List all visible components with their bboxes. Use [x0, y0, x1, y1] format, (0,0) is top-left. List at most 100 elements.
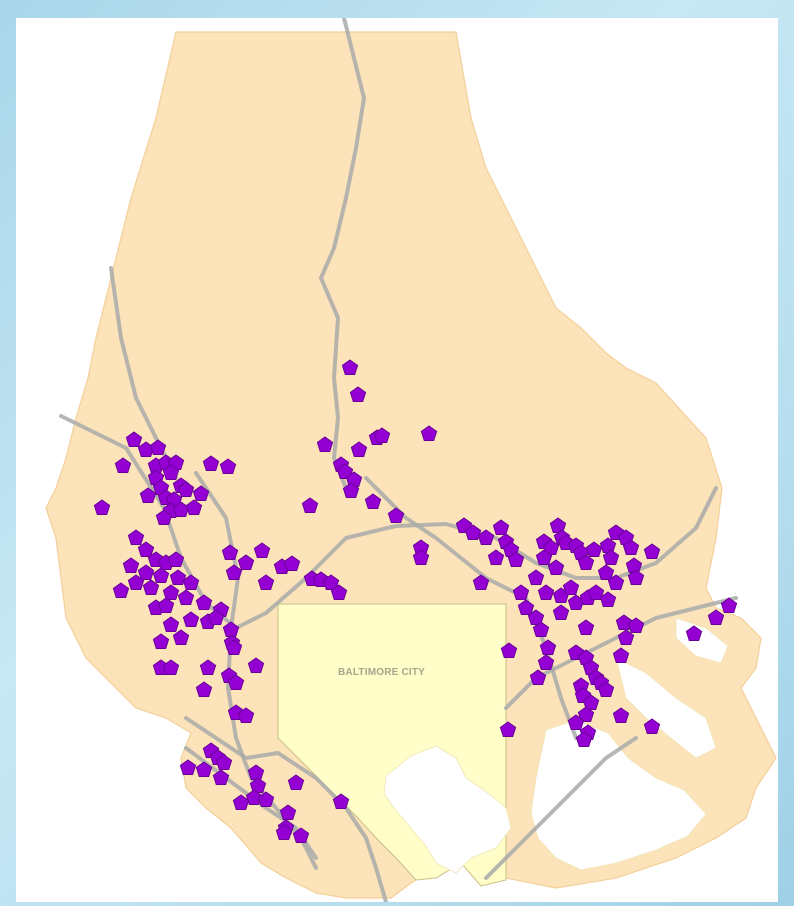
location-marker[interactable]	[287, 774, 305, 790]
location-marker[interactable]	[192, 485, 210, 501]
location-marker[interactable]	[622, 539, 640, 555]
location-marker[interactable]	[364, 493, 382, 509]
location-marker[interactable]	[420, 425, 438, 441]
location-marker[interactable]	[114, 457, 132, 473]
location-marker[interactable]	[332, 793, 350, 809]
location-marker[interactable]	[527, 569, 545, 585]
location-marker[interactable]	[322, 574, 340, 590]
location-marker[interactable]	[582, 694, 600, 710]
location-marker[interactable]	[219, 458, 237, 474]
location-marker[interactable]	[167, 551, 185, 567]
location-marker[interactable]	[341, 359, 359, 375]
location-marker[interactable]	[149, 439, 167, 455]
location-marker[interactable]	[512, 584, 530, 600]
location-marker[interactable]	[342, 482, 360, 498]
location-marker[interactable]	[607, 574, 625, 590]
location-marker[interactable]	[707, 609, 725, 625]
location-marker[interactable]	[597, 564, 615, 580]
location-marker[interactable]	[245, 789, 263, 805]
location-marker[interactable]	[685, 625, 703, 641]
location-marker[interactable]	[477, 529, 495, 545]
location-marker[interactable]	[212, 769, 230, 785]
location-marker[interactable]	[612, 707, 630, 723]
location-marker[interactable]	[350, 441, 368, 457]
location-marker[interactable]	[195, 594, 213, 610]
location-marker[interactable]	[720, 597, 738, 613]
location-marker[interactable]	[253, 542, 271, 558]
location-marker[interactable]	[227, 674, 245, 690]
location-marker[interactable]	[152, 567, 170, 583]
location-marker[interactable]	[232, 794, 250, 810]
location-marker[interactable]	[127, 574, 145, 590]
location-marker[interactable]	[597, 681, 615, 697]
location-marker[interactable]	[301, 497, 319, 513]
location-marker[interactable]	[507, 551, 525, 567]
location-marker[interactable]	[499, 721, 517, 737]
location-marker[interactable]	[195, 681, 213, 697]
location-marker[interactable]	[575, 731, 593, 747]
location-marker[interactable]	[127, 529, 145, 545]
location-marker[interactable]	[373, 427, 391, 443]
location-marker[interactable]	[237, 554, 255, 570]
location-marker[interactable]	[162, 584, 180, 600]
location-marker[interactable]	[643, 543, 661, 559]
location-marker[interactable]	[257, 791, 275, 807]
location-marker[interactable]	[139, 487, 157, 503]
location-marker[interactable]	[602, 549, 620, 565]
map-canvas[interactable]: BALTIMORE CITY	[16, 18, 778, 902]
location-marker[interactable]	[552, 604, 570, 620]
location-marker[interactable]	[162, 616, 180, 632]
location-marker[interactable]	[330, 584, 348, 600]
location-marker[interactable]	[643, 718, 661, 734]
location-marker[interactable]	[517, 599, 535, 615]
location-marker[interactable]	[547, 559, 565, 575]
location-marker[interactable]	[137, 564, 155, 580]
location-marker[interactable]	[179, 759, 197, 775]
location-marker[interactable]	[577, 619, 595, 635]
location-marker[interactable]	[247, 657, 265, 673]
location-marker[interactable]	[137, 541, 155, 557]
location-marker[interactable]	[532, 621, 550, 637]
location-marker[interactable]	[221, 544, 239, 560]
location-marker[interactable]	[237, 707, 255, 723]
location-marker[interactable]	[577, 554, 595, 570]
location-marker[interactable]	[535, 549, 553, 565]
location-marker[interactable]	[225, 639, 243, 655]
location-marker[interactable]	[142, 579, 160, 595]
location-marker[interactable]	[537, 654, 555, 670]
location-marker[interactable]	[257, 574, 275, 590]
location-marker[interactable]	[177, 481, 195, 497]
location-marker[interactable]	[207, 609, 225, 625]
location-marker[interactable]	[562, 579, 580, 595]
location-marker[interactable]	[122, 557, 140, 573]
location-marker[interactable]	[387, 507, 405, 523]
location-marker[interactable]	[617, 629, 635, 645]
location-marker[interactable]	[577, 706, 595, 722]
location-marker[interactable]	[472, 574, 490, 590]
location-marker[interactable]	[157, 597, 175, 613]
location-marker[interactable]	[349, 386, 367, 402]
location-marker[interactable]	[615, 614, 633, 630]
location-marker[interactable]	[279, 804, 297, 820]
location-marker[interactable]	[539, 639, 557, 655]
location-marker[interactable]	[195, 761, 213, 777]
location-marker[interactable]	[275, 824, 293, 840]
location-marker[interactable]	[412, 549, 430, 565]
location-marker[interactable]	[537, 584, 555, 600]
location-marker[interactable]	[182, 611, 200, 627]
location-marker[interactable]	[529, 669, 547, 685]
location-marker[interactable]	[177, 589, 195, 605]
location-marker[interactable]	[627, 569, 645, 585]
location-marker[interactable]	[487, 549, 505, 565]
location-marker[interactable]	[612, 647, 630, 663]
location-marker[interactable]	[567, 714, 585, 730]
location-marker[interactable]	[283, 555, 301, 571]
location-marker[interactable]	[500, 642, 518, 658]
location-marker[interactable]	[336, 463, 354, 479]
location-marker[interactable]	[202, 455, 220, 471]
location-marker[interactable]	[93, 499, 111, 515]
location-marker[interactable]	[316, 436, 334, 452]
location-marker[interactable]	[199, 659, 217, 675]
location-marker[interactable]	[492, 519, 510, 535]
location-marker[interactable]	[185, 499, 203, 515]
